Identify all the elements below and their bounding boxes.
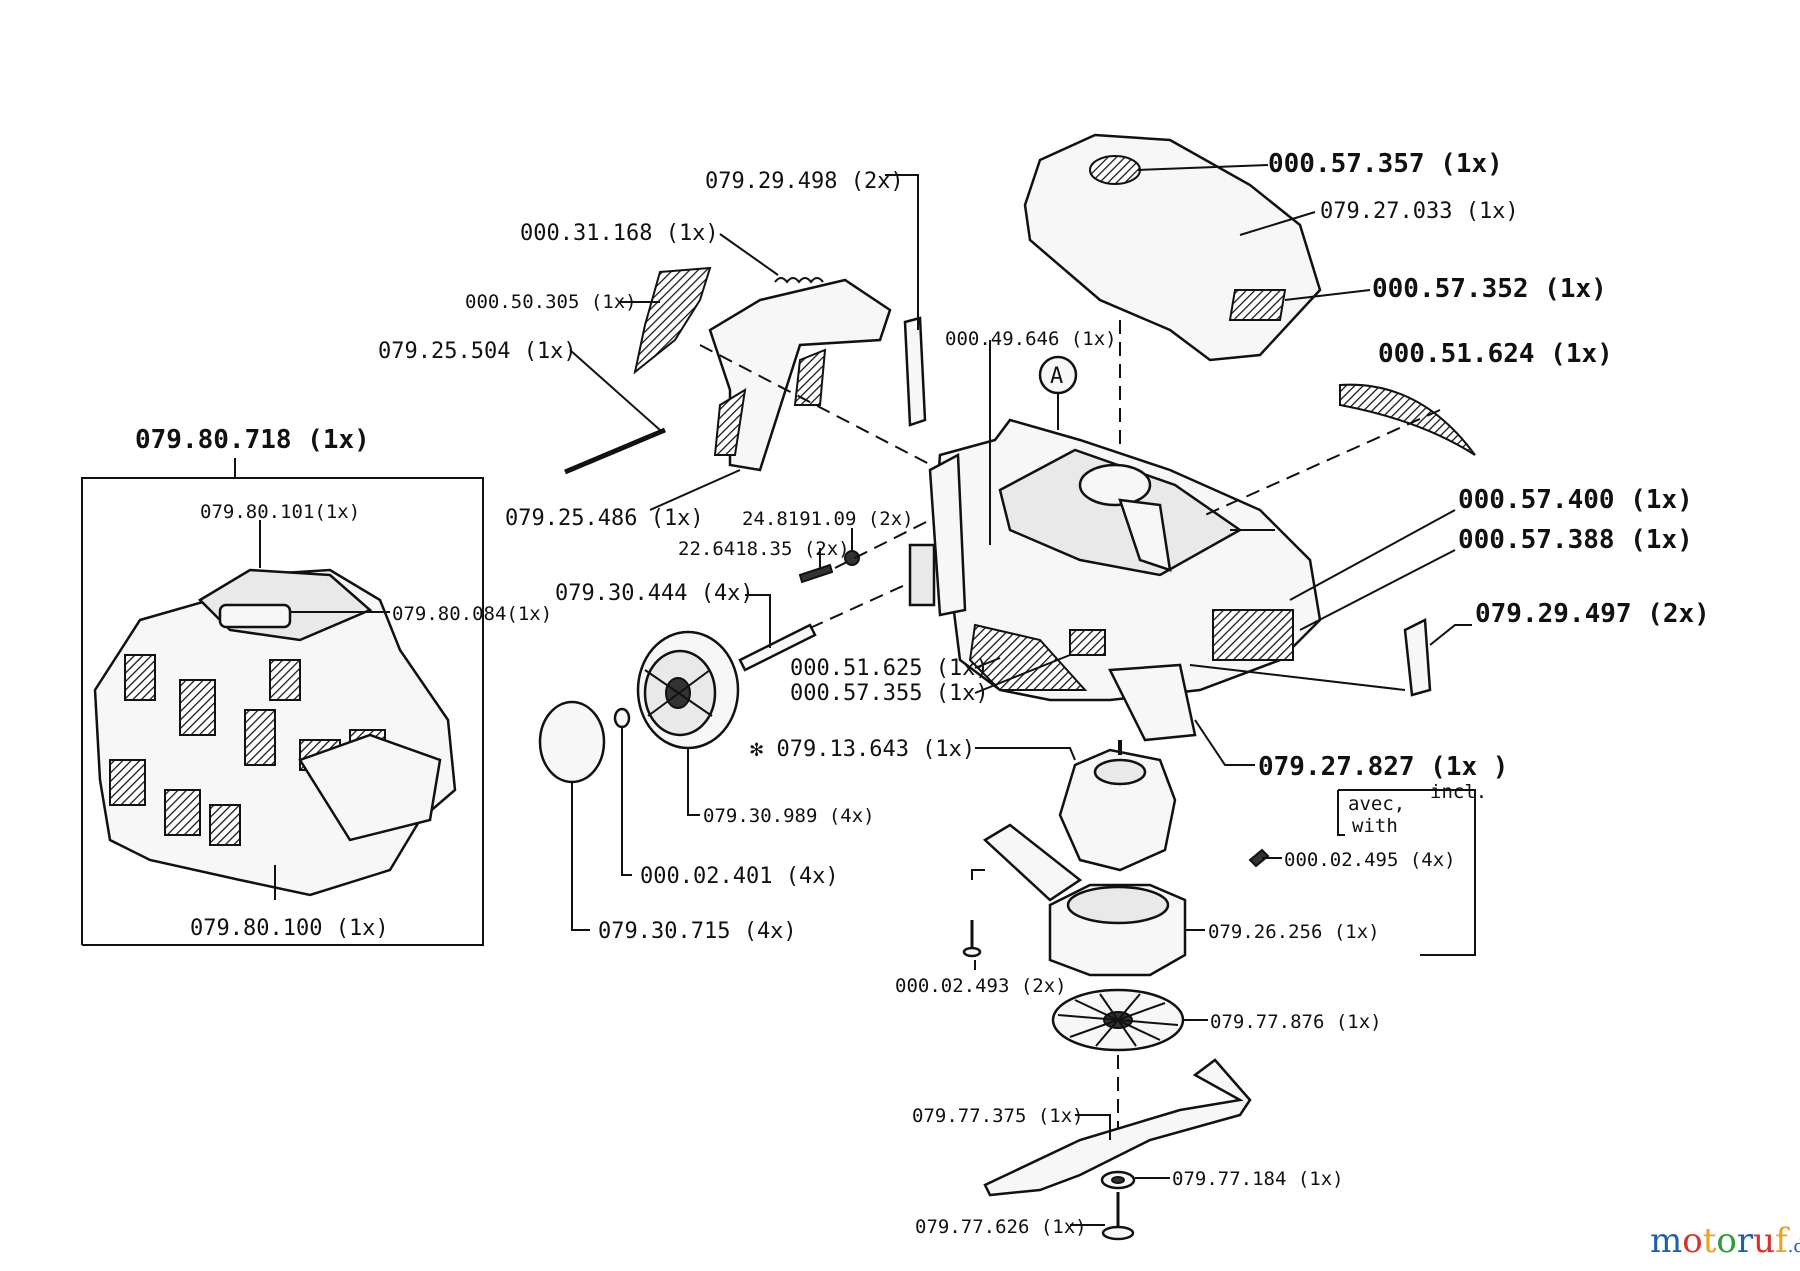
assembly-id-label: 079.80.718 (1x): [135, 425, 370, 455]
label-housing-pin: 000.49.646 (1x): [945, 328, 1117, 350]
switch-housing-shape: [1212, 609, 1294, 661]
label-grass-box-cover: 079.80.101(1x): [200, 501, 360, 523]
note-avec: avec,: [1348, 793, 1405, 815]
skirt-shape: [968, 623, 1088, 691]
height-bracket-shape: [903, 316, 927, 427]
side-cover-shape: [1108, 663, 1197, 742]
rod-shape: [564, 427, 666, 475]
housing-group: 079.29.498 (2x) A 000.49.646 (1x) 000.51…: [705, 169, 1322, 742]
motor-group: ✻ 079.13.643 (1x) 000.02.495 (4x) avec, …: [750, 737, 1487, 1241]
label-blade: 079.77.375 (1x): [912, 1105, 1084, 1127]
assembly-frame: [81, 477, 484, 946]
nut-shape: [844, 550, 860, 566]
wheel-group: 24.8191.09 (2x) 22.6418.35 (2x) 079.30.4…: [538, 508, 931, 944]
label-wheel: 079.30.989 (4x): [703, 805, 875, 827]
label-blade-washer: 079.77.184 (1x): [1172, 1168, 1344, 1190]
label-deck-insert: 000.57.355 (1x): [790, 681, 989, 706]
label-motor-screw: 000.02.495 (4x): [1284, 849, 1456, 871]
label-rod: 079.25.504 (1x): [378, 339, 577, 364]
fan-shape: [1051, 988, 1185, 1052]
label-clip: 079.29.497 (2x): [1475, 599, 1710, 629]
grass-box-handle-shape: [218, 603, 292, 629]
marker-a-label: A: [1050, 364, 1063, 389]
wheel-mount-shape: [908, 543, 936, 607]
washer-shape: [613, 707, 631, 729]
watermark-logo: motoruf.de: [1650, 1221, 1800, 1261]
label-screw: 22.6418.35 (2x): [678, 538, 850, 560]
motor-screw-shape: [1248, 848, 1270, 868]
label-side-deflector: 000.51.624 (1x): [1378, 339, 1613, 369]
label-grass-box-base: 079.80.100 (1x): [190, 916, 389, 941]
label-blade-bolt: 079.77.626 (1x): [915, 1216, 1087, 1238]
label-cover-plate: 000.57.352 (1x): [1372, 274, 1607, 304]
deflector-plate-shape: [633, 266, 712, 375]
label-cover-badge: 000.57.357 (1x): [1268, 149, 1503, 179]
label-grass-box-handle: 079.80.084(1x): [392, 603, 552, 625]
label-height-bracket: 079.29.498 (2x): [705, 169, 904, 194]
rear-flap-group: 000.31.168 (1x) 000.50.305 (1x) 079.25.5…: [378, 221, 961, 531]
rear-flap-shape: [708, 278, 892, 472]
grass-box-assembly: 079.80.718 (1x) 079.80.101(1x) 079.80.08…: [81, 425, 552, 946]
label-fan: 079.77.876 (1x): [1210, 1011, 1382, 1033]
side-deflector-shape: [1339, 383, 1476, 456]
hubcap-shape: [538, 700, 606, 784]
spring-shape: [774, 277, 824, 284]
screw-shape: [798, 563, 834, 584]
motor-plate-shape: [982, 823, 1083, 902]
motor-shape: [1058, 748, 1177, 872]
note-incl: incl.: [1430, 781, 1487, 803]
label-rear-flap: 079.25.486 (1x): [505, 506, 704, 531]
label-spring: 000.31.168 (1x): [520, 221, 719, 246]
blade-shape: [983, 1058, 1252, 1197]
label-hubcap: 079.30.715 (4x): [598, 919, 797, 944]
label-switch-cover: 000.57.388 (1x): [1458, 525, 1693, 555]
label-switch: 000.57.400 (1x): [1458, 485, 1693, 515]
label-deflector-plate: 000.50.305 (1x): [465, 291, 637, 313]
label-side-cover: 079.27.827 (1x ): [1258, 752, 1508, 782]
axle-shape: [738, 623, 817, 672]
label-skirt: 000.51.625 (1x): [790, 656, 989, 681]
right-side-group: 000.51.624 (1x) 000.57.400 (1x) 000.57.3…: [1189, 339, 1710, 782]
clip-shape: [1403, 618, 1432, 697]
label-housing-screw: 000.02.493 (2x): [895, 975, 1067, 997]
label-fan-housing: 079.26.256 (1x): [1208, 921, 1380, 943]
top-cover-group: 000.57.357 (1x) 079.27.033 (1x) 000.57.3…: [1023, 133, 1607, 445]
label-motor-cover: 079.27.033 (1x): [1320, 199, 1519, 224]
note-with: with: [1352, 815, 1398, 837]
cover-plate-shape: [1228, 289, 1287, 321]
cover-badge-shape: [1089, 155, 1141, 185]
label-axle: 079.30.444 (4x): [555, 581, 754, 606]
label-washer: 000.02.401 (4x): [640, 864, 839, 889]
label-motor: ✻ 079.13.643 (1x): [750, 737, 975, 762]
label-nut: 24.8191.09 (2x): [742, 508, 914, 530]
